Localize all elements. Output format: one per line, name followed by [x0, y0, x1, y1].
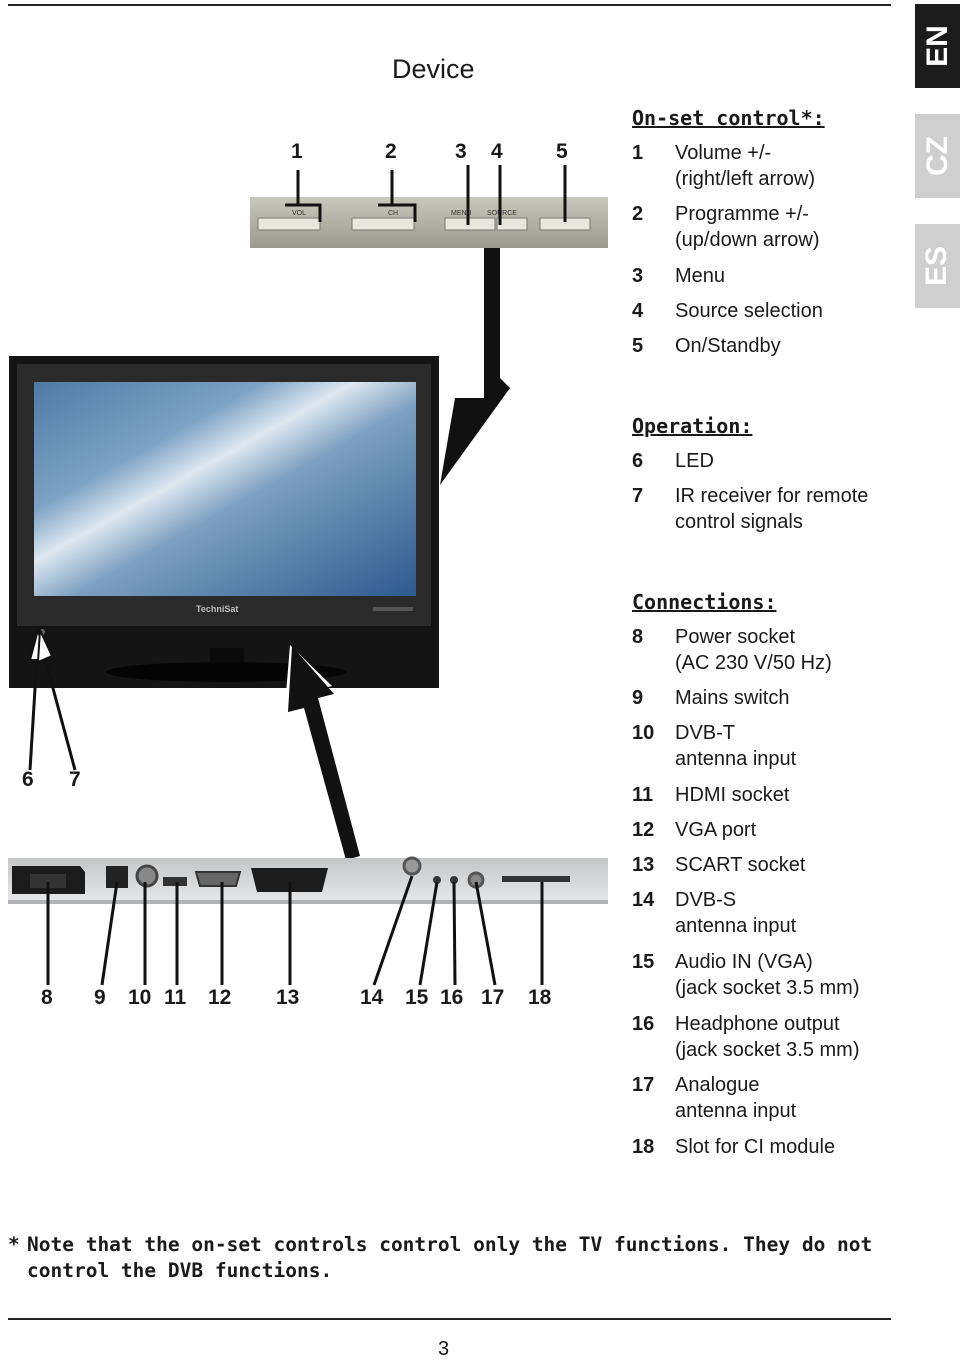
control-panel-strip: VOL CH MENU SOURCE	[250, 197, 608, 248]
callout-2: 2	[385, 140, 397, 163]
top-rule	[8, 4, 891, 6]
tab-en[interactable]: EN	[915, 4, 960, 88]
tv-arrow	[288, 646, 360, 860]
callout-lines-bottom	[46, 875, 544, 986]
footnote-text: Note that the on-set controls control on…	[27, 1233, 873, 1282]
svg-text:VOL: VOL	[292, 210, 306, 217]
page-title: Device	[392, 54, 475, 84]
callout-17: 17	[481, 986, 505, 1009]
callout-10: 10	[128, 986, 152, 1009]
connections-heading: Connections:	[632, 590, 777, 614]
svg-text:TechniSat: TechniSat	[196, 604, 238, 614]
svg-text:SOURCE: SOURCE	[487, 210, 517, 217]
tab-cz[interactable]: CZ	[915, 114, 960, 198]
rear-panel	[8, 856, 608, 904]
svg-text:MENU: MENU	[451, 210, 472, 217]
callout-6: 6	[22, 768, 34, 791]
panel-arrow	[440, 248, 510, 485]
tab-es[interactable]: ES	[915, 224, 960, 308]
callout-4: 4	[491, 140, 503, 163]
callout-18: 18	[528, 986, 552, 1009]
callout-lines-top	[285, 165, 567, 225]
callout-11: 11	[164, 986, 187, 1009]
device-illustration: VOL CH MENU SOURCE TechniSat	[8, 165, 608, 986]
operation-heading: Operation:	[632, 414, 753, 438]
callout-9: 9	[94, 986, 106, 1009]
callout-16: 16	[440, 986, 464, 1009]
callout-lines-side	[28, 639, 77, 771]
page-number: 3	[438, 1338, 450, 1360]
footnote-marker: *	[8, 1233, 20, 1256]
tv-illustration: TechniSat	[9, 356, 439, 688]
callout-15: 15	[405, 986, 429, 1009]
onset-heading: On-set control*:	[632, 106, 825, 130]
callout-3: 3	[455, 140, 467, 163]
bottom-rule	[8, 1318, 891, 1320]
callout-1: 1	[291, 140, 303, 163]
callout-13: 13	[276, 986, 300, 1009]
callout-12: 12	[208, 986, 232, 1009]
callout-14: 14	[360, 986, 384, 1009]
callout-8: 8	[41, 986, 53, 1009]
callout-5: 5	[556, 140, 568, 163]
callout-7: 7	[69, 768, 81, 791]
svg-text:CH: CH	[388, 210, 398, 217]
